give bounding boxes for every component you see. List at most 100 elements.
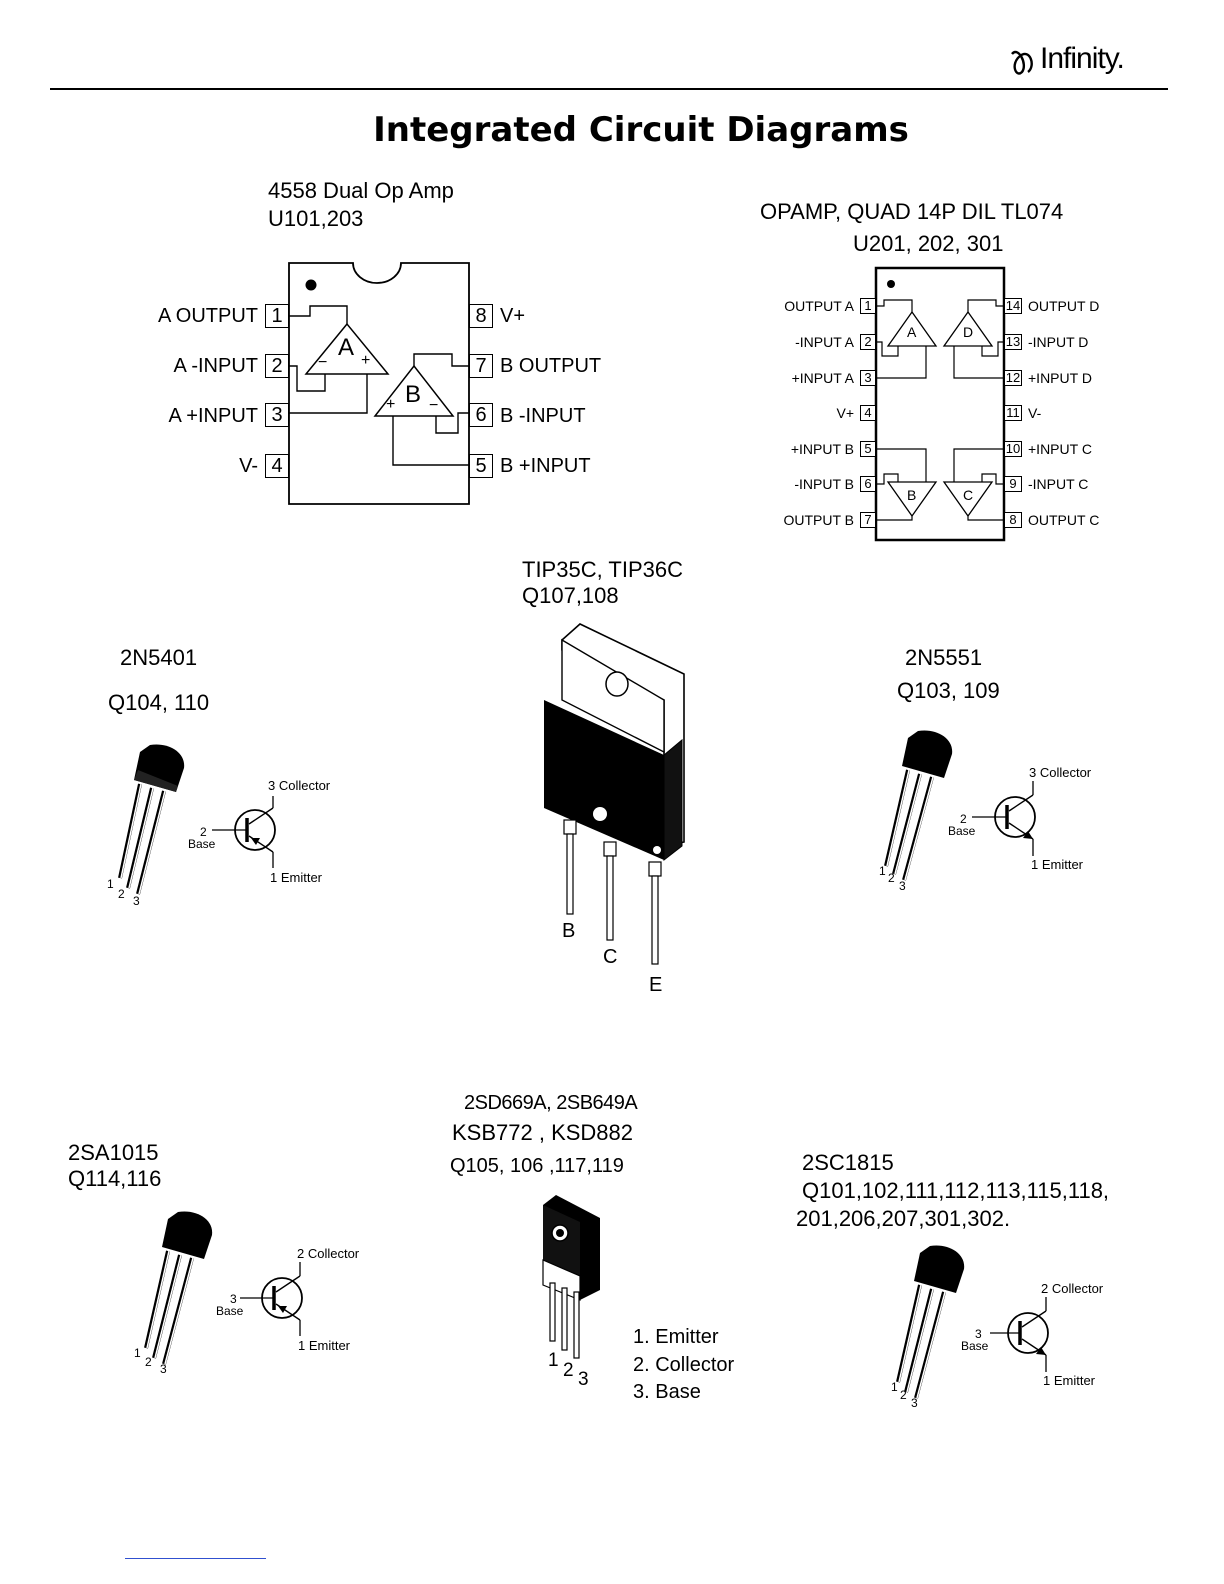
a1015-leg: 3 xyxy=(160,1362,167,1376)
ic-4558-pin-box: 3 xyxy=(265,403,289,427)
ic-tl074-pin-label: V+ xyxy=(836,405,854,421)
n5551-base-num: 2 xyxy=(960,812,967,826)
n5551-name: 2N5551 xyxy=(905,645,983,670)
tl074-amp-a: A xyxy=(907,324,917,340)
logo-text: Infinity. xyxy=(1040,42,1125,75)
ic-tl074-pin-label: +INPUT D xyxy=(1028,370,1092,386)
ic-4558-pin-box: 5 xyxy=(469,454,493,478)
d669-pinout-1: 1. Emitter xyxy=(633,1326,719,1348)
c1815-leg: 1 xyxy=(891,1380,898,1394)
a1015-name: 2SA1015 xyxy=(68,1140,159,1165)
tip35c-lead-b: B xyxy=(562,920,576,942)
d669-refs: Q105, 106 ,117,119 xyxy=(450,1155,624,1177)
page-title: Integrated Circuit Diagrams xyxy=(373,110,909,150)
c1815-leg: 3 xyxy=(911,1396,918,1410)
ic-tl074-pin-label: +INPUT C xyxy=(1028,441,1092,457)
a1015-collector: 2 Collector xyxy=(297,1246,360,1261)
ic-tl074-pin-label: V- xyxy=(1028,405,1042,421)
ic-tl074-pin-label: OUTPUT D xyxy=(1028,298,1100,314)
ic-tl074-refs: U201, 202, 301 xyxy=(853,231,1004,256)
ic-tl074-pin-box: 13 xyxy=(1004,334,1022,350)
amp-a-plus: + xyxy=(361,352,371,369)
ic-tl074-pin-label: -INPUT A xyxy=(795,334,854,350)
ic-4558-pin-label: A +INPUT xyxy=(168,405,258,427)
ic-tl074-pin-label: -INPUT C xyxy=(1028,476,1089,492)
ic-tl074-pin-box: 14 xyxy=(1004,298,1022,314)
ic-4558-pin-label: B OUTPUT xyxy=(500,355,602,377)
n5551-leg: 1 xyxy=(879,864,886,878)
a1015-leg: 2 xyxy=(145,1355,152,1369)
tip35c-refs: Q107,108 xyxy=(522,583,619,608)
ic-4558-pin-label: B -INPUT xyxy=(500,405,586,427)
tip35c-name: TIP35C, TIP36C xyxy=(522,557,683,582)
tip35c-lead-c: C xyxy=(603,946,618,968)
ic-4558-pin-label: V- xyxy=(239,455,258,477)
n5401-collector: 3 Collector xyxy=(268,778,331,793)
ic-4558-pin-label: B +INPUT xyxy=(500,455,591,477)
a1015-refs: Q114,116 xyxy=(68,1166,162,1191)
n5401-leg: 1 xyxy=(107,877,114,891)
n5401-base: Base xyxy=(188,837,216,851)
ic-4558-pin-box: 4 xyxy=(265,454,289,478)
ic-4558-pin-box: 6 xyxy=(469,403,493,427)
ic-tl074-pin-box: 12 xyxy=(1004,370,1022,386)
ic-tl074-pin-box: 9 xyxy=(1004,476,1022,492)
ic-tl074-pin-label: -INPUT D xyxy=(1028,334,1089,350)
ic-4558-pin-label: A -INPUT xyxy=(173,355,258,377)
amp-b-minus: − xyxy=(429,397,439,414)
n5401-leg: 3 xyxy=(133,894,140,908)
amp-a-minus: − xyxy=(318,354,328,371)
n5551-emitter: 1 Emitter xyxy=(1031,857,1084,872)
a1015-emitter: 1 Emitter xyxy=(298,1338,351,1353)
d669-name-line1: 2SD669A, 2SB649A xyxy=(464,1092,638,1114)
ic-tl074-pin-box: 8 xyxy=(1004,512,1022,528)
n5551-leg: 2 xyxy=(888,871,895,885)
ic-tl074-pin-label: -INPUT B xyxy=(794,476,854,492)
n5401-refs: Q104, 110 xyxy=(108,690,210,715)
n5401-emitter: 1 Emitter xyxy=(270,870,323,885)
c1815-refs-line2: 201,206,207,301,302. xyxy=(796,1206,1011,1231)
ic-tl074-pin-label: OUTPUT A xyxy=(784,298,854,314)
ic-tl074-pin-box: 4 xyxy=(860,405,876,421)
c1815-refs-line1: Q101,102,111,112,113,115,118, xyxy=(802,1178,1110,1203)
n5401-name: 2N5401 xyxy=(120,645,198,670)
tl074-amp-b: B xyxy=(907,487,917,503)
ic-tl074-name: OPAMP, QUAD 14P DIL TL074 xyxy=(760,199,1064,224)
ic-tl074-pin-box: 2 xyxy=(860,334,876,350)
ic-4558-name: 4558 Dual Op Amp xyxy=(268,178,454,203)
tip35c-lead-e: E xyxy=(649,974,663,996)
ic-4558-pin-label: A OUTPUT xyxy=(157,305,258,327)
ic-4558-refs: U101,203 xyxy=(268,206,364,231)
amp-a-label: A xyxy=(338,334,355,361)
d669-pinout-2: 2. Collector xyxy=(633,1354,735,1376)
n5401-leg: 2 xyxy=(118,887,125,901)
a1015-base-num: 3 xyxy=(230,1292,237,1306)
amp-b-label: B xyxy=(405,381,422,408)
ic-tl074-pin-box: 10 xyxy=(1004,441,1022,457)
a1015-base: Base xyxy=(216,1304,244,1318)
c1815-leg: 2 xyxy=(900,1388,907,1402)
ic-4558-pin-box: 7 xyxy=(469,354,493,378)
tl074-amp-d: D xyxy=(963,324,974,340)
ic-tl074-pin-box: 11 xyxy=(1004,405,1022,421)
footer-link-underline xyxy=(125,1558,266,1559)
d669-leg: 2 xyxy=(563,1360,574,1381)
n5551-leg: 3 xyxy=(899,879,906,893)
brand-logo: Infinity. xyxy=(1008,42,1148,89)
c1815-collector: 2 Collector xyxy=(1041,1281,1104,1296)
tl074-amp-c: C xyxy=(963,487,974,503)
n5551-base: Base xyxy=(948,824,976,838)
ic-tl074-pin-box: 7 xyxy=(860,512,876,528)
ic-tl074-pin-box: 6 xyxy=(860,476,876,492)
c1815-emitter: 1 Emitter xyxy=(1043,1373,1096,1388)
ic-tl074-pin-label: OUTPUT C xyxy=(1028,512,1100,528)
c1815-base: Base xyxy=(961,1339,989,1353)
ic-4558-pin-box: 1 xyxy=(265,304,289,328)
